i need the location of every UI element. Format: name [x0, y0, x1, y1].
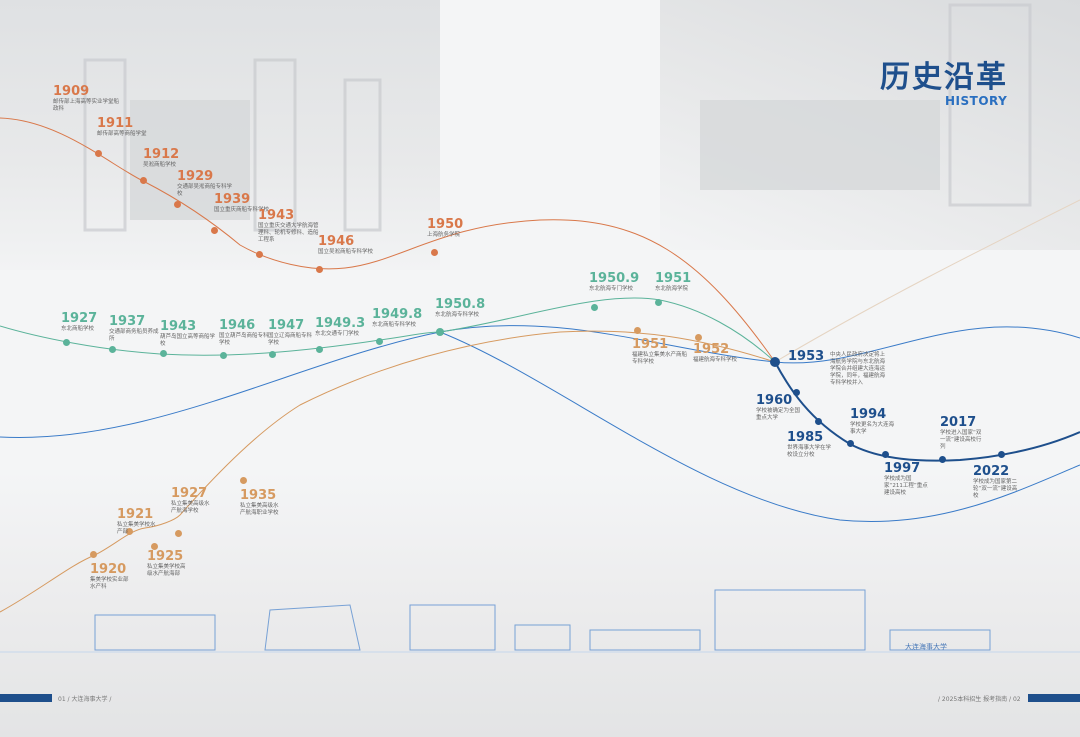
footer-right: / 2025本科招生 报考指南 / 02 [938, 696, 1021, 703]
milestone-blue-1953: 1953 [788, 349, 825, 364]
milestone-blue-1960: 1960 学校被确定为全国重点大学 [756, 393, 801, 422]
milestone-tan-1921: 1921 私立集美学校水产部 [117, 507, 156, 536]
page-title: 历史沿革 [880, 60, 1008, 95]
milestone-tan-1925: 1925 私立集美学校高级水产航海部 [147, 549, 186, 578]
milestone-green-1949-3: 1949.3 东北交通专门学校 [315, 316, 366, 338]
timeline-dot [174, 201, 181, 208]
timeline-dot [175, 530, 182, 537]
timeline-dot [126, 528, 133, 535]
timeline-dot [316, 266, 323, 273]
timeline-dot [655, 299, 662, 306]
timeline-dot [847, 440, 854, 447]
milestone-tan-1920: 1920 集美学校实业部水产科 [90, 562, 129, 591]
timeline-dot [90, 551, 97, 558]
milestone-green-1937: 1937 交通部商务船员养成所 [109, 314, 159, 343]
timeline-dot [939, 456, 946, 463]
timeline-dot [140, 177, 147, 184]
page-subtitle: HISTORY [945, 94, 1008, 108]
milestone-blue-1953-text: 中央人民政府决定将上海航务学院与东北航海学院合并组建大连海运学院，同年，福建航海… [830, 352, 886, 386]
milestone-tan-1952: 1952 福建航海专科学校 [693, 342, 738, 364]
timeline-dot [63, 339, 70, 346]
timeline-dot [316, 346, 323, 353]
milestone-green-1947: 1947 国立辽海商船专科学校 [268, 318, 313, 347]
timeline-dot [256, 251, 263, 258]
building-sign: 大连海事大学 [905, 643, 947, 651]
milestone-orange-1950: 1950 上海航务学院 [427, 217, 464, 239]
milestone-tan-1935: 1935 私立集美高级水产航海职业学校 [240, 488, 279, 517]
timeline-dot [634, 327, 641, 334]
milestone-green-1950-9: 1950.9 东北航海专门学校 [589, 271, 640, 293]
milestone-blue-1994: 1994 学校更名为大连海事大学 [850, 407, 895, 436]
timeline-dot [815, 418, 822, 425]
timeline-dot [220, 352, 227, 359]
milestone-green-1949-8: 1949.8 东北商船专科学校 [372, 307, 423, 329]
milestone-green-1927: 1927 东北商船学校 [61, 311, 98, 333]
timeline-dot [211, 227, 218, 234]
timeline-dot [431, 249, 438, 256]
timeline-dot [376, 338, 383, 345]
milestone-blue-1985: 1985 世界海事大学在学校设立分校 [787, 430, 832, 459]
milestone-orange-1939: 1939 国立重庆商船专科学校 [214, 192, 270, 214]
milestone-green-1950-8: 1950.8 东北航海专科学校 [435, 297, 486, 319]
milestone-blue-1997: 1997 学校成为国家“211工程”重点建设高校 [884, 461, 928, 497]
university-logo-right [1028, 694, 1080, 702]
timeline-dot [793, 389, 800, 396]
timeline-dot [436, 328, 444, 336]
milestone-orange-1911: 1911 邮传部高等商船学堂 [97, 116, 147, 138]
timeline-dot [160, 350, 167, 357]
milestone-orange-1909: 1909 邮传部上海高等实业学堂船政科 [53, 84, 120, 113]
milestone-green-1946: 1946 国立葫芦岛商船专科学校 [219, 318, 269, 347]
milestone-blue-2017: 2017 学校进入国家“双一流”建设高校行列 [940, 415, 982, 451]
milestone-tan-1927: 1927 私立集美高级水产航海学校 [171, 486, 210, 515]
footer-left: 01 / 大连海事大学 / [58, 696, 112, 703]
milestone-blue-2022: 2022 学校成为国家第二轮“双一流”建设高校 [973, 464, 1018, 500]
timeline-dot [95, 150, 102, 157]
milestone-green-1951: 1951 东北航海学院 [655, 271, 692, 293]
timeline-dot [240, 477, 247, 484]
timeline-dot [882, 451, 889, 458]
milestone-orange-1946: 1946 国立吴淞商船专科学校 [318, 234, 374, 256]
milestone-orange-1929: 1929 交通部吴淞商船专科学校 [177, 169, 233, 198]
timeline-dot [770, 357, 780, 367]
university-logo-left [0, 694, 52, 702]
timeline-dot [695, 334, 702, 341]
milestone-green-1943: 1943 葫芦岛国立高等商船学校 [160, 319, 216, 348]
timeline-dot [151, 543, 158, 550]
timeline-dot [998, 451, 1005, 458]
timeline-dot [269, 351, 276, 358]
milestone-tan-1951: 1951 福建私立集美水产商船专科学校 [632, 337, 688, 366]
timeline-dot [109, 346, 116, 353]
timeline-dot [591, 304, 598, 311]
milestone-orange-1912: 1912 吴淞商船学校 [143, 147, 180, 169]
milestone-orange-1943: 1943 国立重庆交通大学航海管理科、轮机专修科、造船工程系 [258, 208, 319, 244]
